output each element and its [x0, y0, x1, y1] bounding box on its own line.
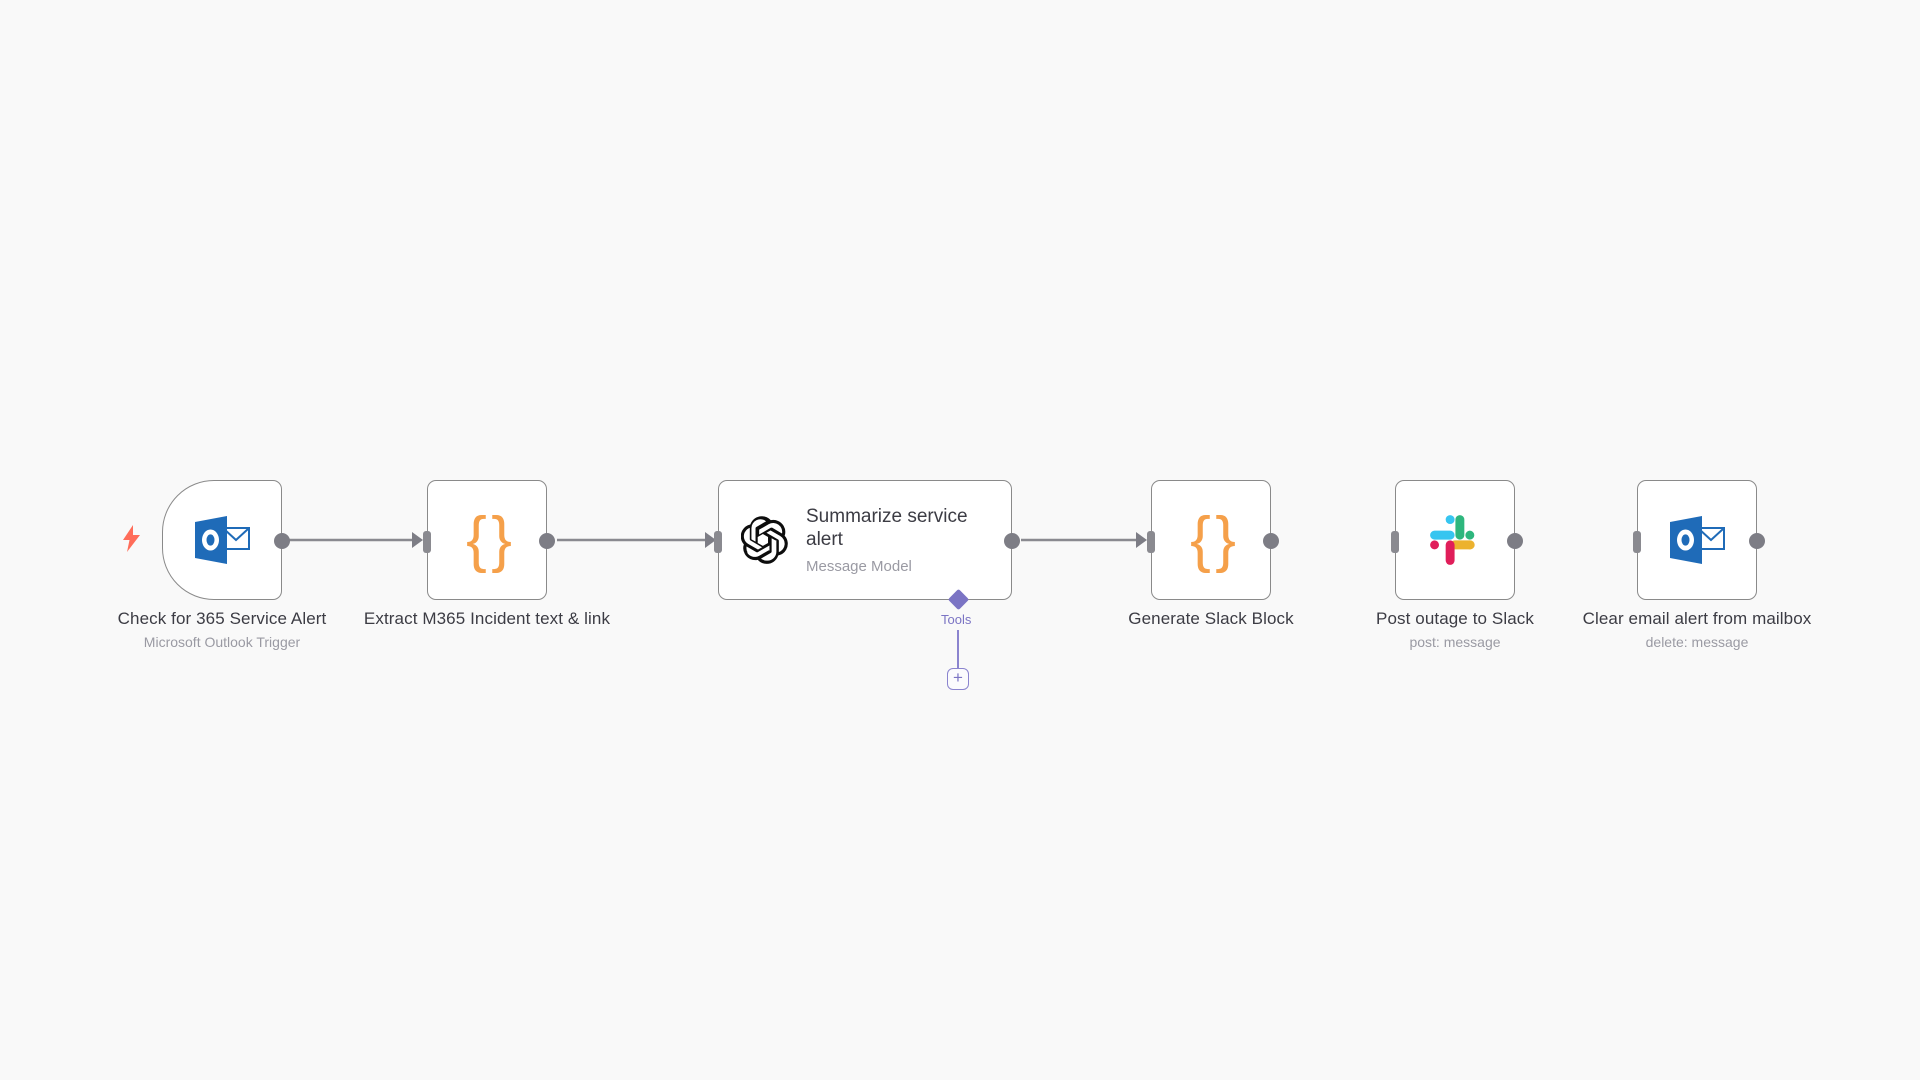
output-port-extract-m365[interactable]	[539, 533, 555, 549]
output-port-check-365-service-alert[interactable]	[274, 533, 290, 549]
node-title: Summarize service alert	[806, 505, 968, 550]
output-port-clear-email-alert[interactable]	[1749, 533, 1765, 549]
tools-connector-label: Tools	[941, 612, 972, 627]
node-title: Post outage to Slack	[1376, 609, 1534, 628]
openai-glyph	[741, 516, 788, 564]
node-extract-m365-incident-text-link[interactable]: { }	[423, 480, 555, 600]
node-title: Extract M365 Incident text & link	[363, 609, 611, 628]
lightning-bolt-glyph	[123, 525, 140, 552]
node-subtitle: Message Model	[806, 558, 912, 576]
caption-generate-slack-block: Generate Slack Block	[1081, 608, 1341, 629]
input-port-summarize[interactable]	[714, 531, 722, 553]
output-port-summarize[interactable]	[1004, 533, 1020, 549]
microsoft-outlook-icon	[1666, 514, 1728, 566]
input-port-generate-slack-block[interactable]	[1147, 531, 1155, 553]
output-port-generate-slack-block[interactable]	[1263, 533, 1279, 549]
input-arrow-summarize	[705, 532, 716, 548]
node-subtitle: Microsoft Outlook Trigger	[143, 634, 301, 651]
input-port-clear-email-alert[interactable]	[1633, 531, 1641, 553]
input-port-extract-m365[interactable]	[423, 531, 431, 553]
tools-connector-line	[957, 630, 959, 674]
add-tool-button[interactable]: +	[947, 668, 969, 690]
caption-check-365-service-alert: Check for 365 Service Alert Microsoft Ou…	[82, 608, 362, 652]
microsoft-outlook-icon	[191, 514, 253, 566]
input-port-post-outage-to-slack[interactable]	[1391, 531, 1399, 553]
input-arrow-extract-m365	[412, 532, 423, 548]
code-braces-icon: { }	[466, 505, 512, 574]
slack-icon	[1427, 512, 1483, 568]
caption-clear-email-alert-from-mailbox: Clear email alert from mailbox delete: m…	[1577, 608, 1817, 652]
caption-extract-m365-incident-text-link: Extract M365 Incident text & link	[357, 608, 617, 629]
node-title: Generate Slack Block	[1128, 609, 1294, 628]
node-title: Clear email alert from mailbox	[1582, 609, 1812, 628]
node-subtitle: delete: message	[1645, 634, 1749, 651]
inline-label-summarize: Summarize service alert Message Model	[806, 505, 996, 575]
caption-post-outage-to-slack: Post outage to Slack post: message	[1325, 608, 1585, 652]
node-generate-slack-block[interactable]: { }	[1147, 480, 1279, 600]
node-post-outage-to-slack[interactable]	[1391, 480, 1523, 600]
microsoft-outlook-glyph	[1670, 516, 1725, 564]
openai-icon	[741, 516, 789, 564]
node-title: Check for 365 Service Alert	[117, 609, 327, 628]
node-summarize-service-alert[interactable]: Summarize service alert Message Model	[714, 480, 1020, 600]
output-port-post-outage-to-slack[interactable]	[1507, 533, 1523, 549]
slack-glyph	[1430, 515, 1475, 565]
lightning-bolt-icon	[122, 525, 141, 556]
node-subtitle: post: message	[1409, 634, 1501, 651]
node-clear-email-alert-from-mailbox[interactable]	[1633, 480, 1765, 600]
input-arrow-generate-slack-block	[1136, 532, 1147, 548]
code-braces-icon: { }	[1190, 505, 1236, 574]
microsoft-outlook-glyph	[195, 516, 250, 564]
node-check-365-service-alert[interactable]	[162, 480, 290, 600]
